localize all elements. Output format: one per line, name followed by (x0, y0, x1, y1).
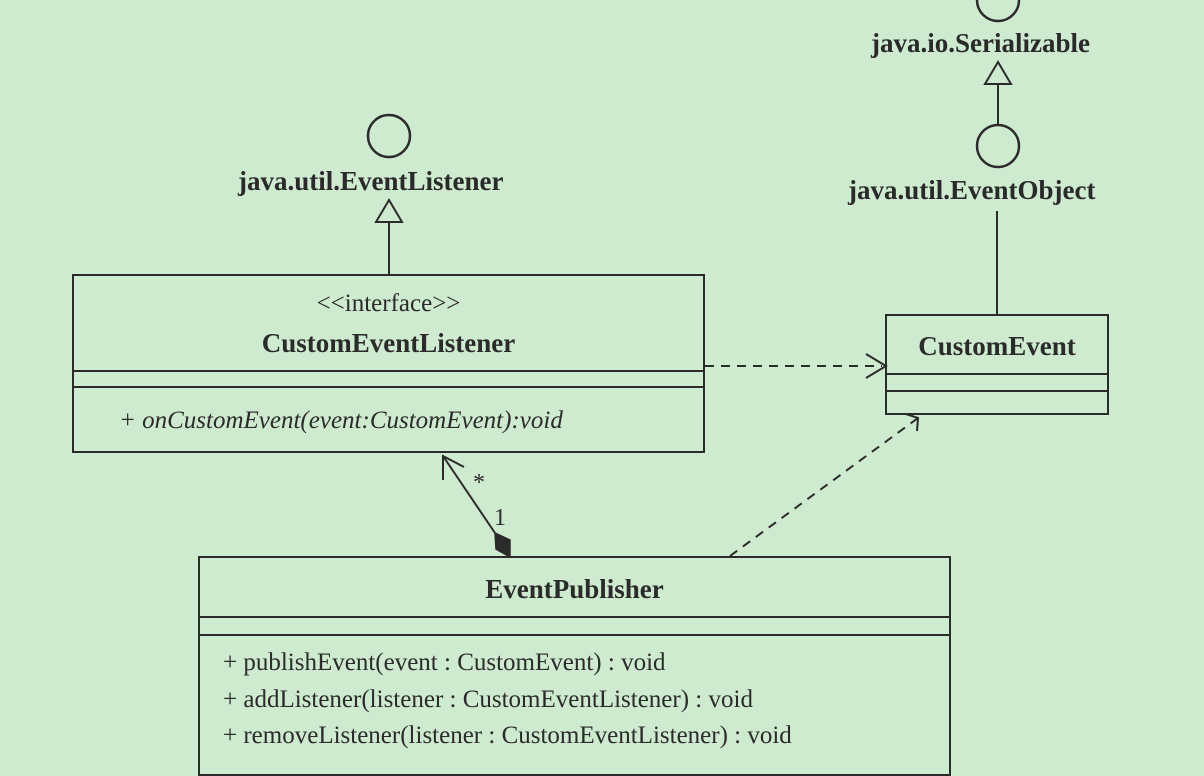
interface-stereotype: <<interface>> (316, 290, 461, 317)
event-operations-divider (887, 390, 1107, 392)
eventobject-realization-arrowhead (983, 60, 1013, 85)
publisher-event-dependency-line (729, 417, 919, 557)
eventobject-label: java.util.EventObject (848, 175, 1096, 205)
remove-listener-operation: + removeListener(listener : CustomEventL… (223, 722, 792, 749)
serializable-interface-circle (975, 0, 1021, 23)
serializable-label: java.io.Serializable (871, 28, 1090, 58)
eventlistener-label: java.util.EventListener (238, 166, 504, 196)
event-publisher-class: EventPublisher + publishEvent(event : Cu… (198, 556, 951, 776)
event-publisher-name: EventPublisher (485, 574, 664, 604)
publisher-end-multiplicity: 1 (494, 505, 506, 531)
publisher-event-dependency-arrowhead (905, 413, 920, 432)
publish-event-operation: + publishEvent(event : CustomEvent) : vo… (223, 649, 666, 676)
custom-event-listener-class: <<interface>> CustomEventListener + onCu… (72, 274, 705, 453)
eventlistener-interface-circle (366, 113, 412, 159)
listener-operations-divider (74, 386, 703, 388)
composition-navigation-arrowhead (442, 454, 465, 480)
listener-operation: + onCustomEvent(event:CustomEvent):void (119, 407, 563, 434)
custom-event-listener-name: CustomEventListener (261, 328, 516, 358)
listener-realization-arrowhead (374, 198, 404, 223)
composition-line (442, 455, 496, 534)
custom-event-name: CustomEvent (918, 331, 1076, 361)
custom-event-class: CustomEvent (885, 314, 1109, 415)
composition-diamond (494, 531, 511, 559)
publisher-operations-divider (200, 634, 949, 636)
eventobject-interface-circle (975, 123, 1021, 169)
publisher-attributes-divider (200, 616, 949, 618)
event-attributes-divider (887, 373, 1107, 375)
add-listener-operation: + addListener(listener : CustomEventList… (223, 686, 753, 713)
listener-end-multiplicity: * (473, 470, 485, 496)
listener-attributes-divider (74, 370, 703, 372)
